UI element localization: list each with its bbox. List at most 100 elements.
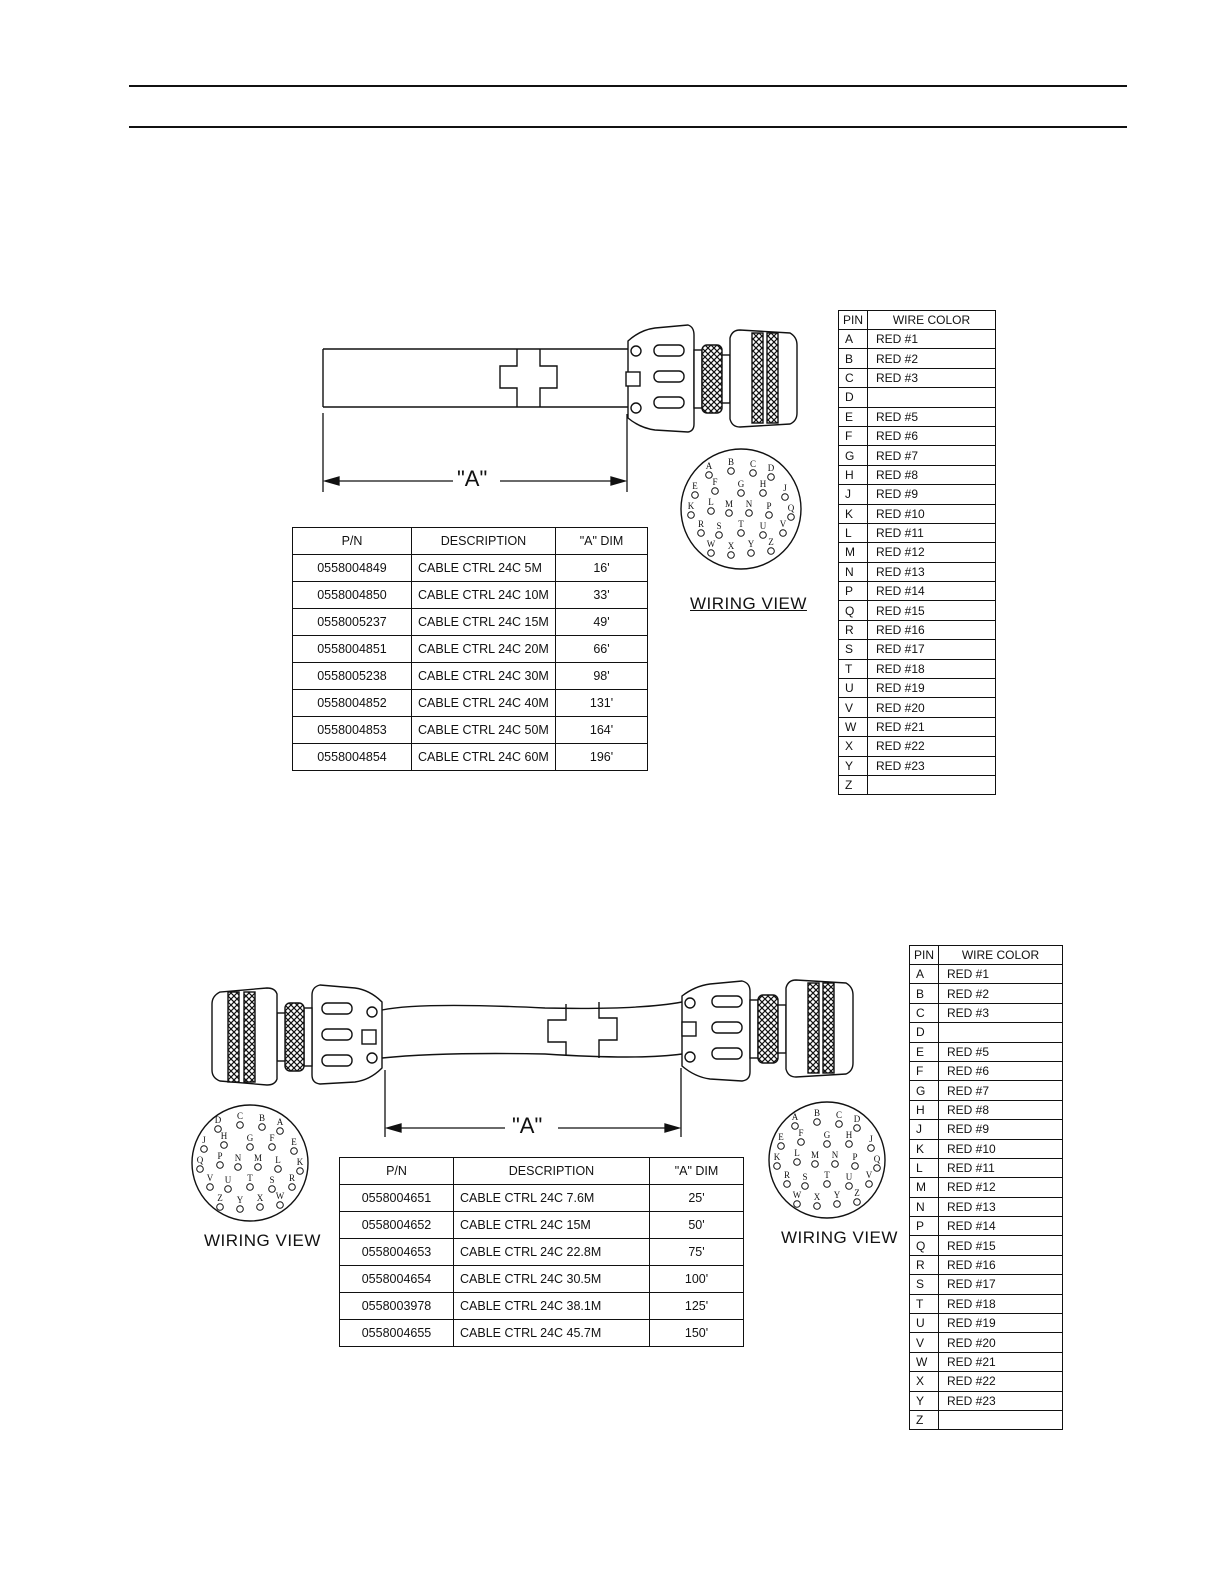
description-cell: CABLE CTRL 24C 60M <box>411 743 556 771</box>
connector-pin <box>246 1143 254 1151</box>
connector-pin-label: L <box>275 1155 281 1165</box>
connector-pin-label: E <box>778 1132 784 1142</box>
connector-pin-label: J <box>869 1134 873 1144</box>
part-number-cell: 0558004655 <box>339 1319 454 1347</box>
connector-pin-label: P <box>852 1152 857 1162</box>
pin-cell: F <box>838 425 868 447</box>
connector-pin-label: N <box>746 499 753 509</box>
pin-cell: G <box>909 1080 939 1101</box>
wire-color-cell: RED #3 <box>938 1002 1063 1024</box>
connector-pin-label: V <box>780 519 787 529</box>
pin-cell: E <box>909 1041 939 1062</box>
table-row: D <box>838 387 996 408</box>
description-cell: CABLE CTRL 24C 30.5M <box>453 1265 650 1293</box>
connector-pin-label: Q <box>788 503 795 513</box>
pin-cell: D <box>838 387 868 408</box>
connector-pin-label: Q <box>197 1155 204 1165</box>
connector-pin <box>254 1163 262 1171</box>
connector-pin-label: B <box>814 1108 820 1118</box>
wire-color-cell: RED #20 <box>938 1332 1063 1353</box>
wire-color-cell <box>938 1022 1063 1043</box>
cable-1-body <box>322 348 630 408</box>
pin-cell: Q <box>909 1235 939 1256</box>
wire-color-cell: RED #9 <box>938 1119 1063 1140</box>
connector-pin <box>745 509 753 517</box>
wire-color-cell: RED #6 <box>867 425 996 447</box>
connector-pin-label: T <box>247 1173 253 1183</box>
description-cell: CABLE CTRL 24C 15M <box>453 1211 650 1239</box>
connector-pin <box>823 1180 831 1188</box>
description-cell: CABLE CTRL 24C 40M <box>411 689 556 717</box>
connector-pin-label: R <box>289 1173 295 1183</box>
connector-pin-label: L <box>708 497 714 507</box>
connector-pin <box>276 1201 284 1209</box>
wire-color-cell: RED #8 <box>938 1099 1063 1121</box>
dimension-1 <box>322 413 628 492</box>
connector-pin-label: H <box>221 1131 228 1141</box>
wire-color-cell <box>867 774 996 796</box>
connector-pin-label: K <box>774 1152 781 1162</box>
connector-pin <box>256 1203 264 1211</box>
column-header-description: DESCRIPTION <box>453 1157 650 1185</box>
connector-pin <box>801 1182 809 1190</box>
connector-pin <box>851 1162 859 1170</box>
wire-color-cell: RED #10 <box>867 503 996 524</box>
connector-pin-label: U <box>225 1175 232 1185</box>
wire-color-cell: RED #17 <box>938 1274 1063 1295</box>
connector-pin <box>813 1202 821 1210</box>
connector-pin-label: A <box>792 1112 799 1122</box>
wire-color-cell: RED #7 <box>867 445 996 466</box>
column-header-wire-color: WIRE COLOR <box>938 945 1063 965</box>
part-number-cell: 0558004651 <box>339 1184 454 1212</box>
connector-pin <box>811 1160 819 1168</box>
wire-color-cell: RED #11 <box>938 1157 1063 1179</box>
description-cell: CABLE CTRL 24C 10M <box>411 581 556 609</box>
table-row: Z <box>838 774 996 796</box>
connector-pin-label: V <box>207 1173 214 1183</box>
connector-pin <box>767 473 775 481</box>
pin-cell: C <box>909 1002 939 1024</box>
description-cell: CABLE CTRL 24C 7.6M <box>453 1184 650 1212</box>
part-number-cell: 0558004854 <box>292 743 412 771</box>
connector-pin-label: T <box>738 519 744 529</box>
a-dim-cell: 25' <box>649 1184 744 1212</box>
pin-cell: K <box>909 1138 939 1159</box>
connector-pin <box>276 1127 284 1135</box>
connector-pin <box>258 1123 266 1131</box>
pin-cell: B <box>909 983 939 1004</box>
connector-pin-label: M <box>254 1153 262 1163</box>
pin-cell: F <box>909 1060 939 1082</box>
pin-cell: Z <box>838 774 868 796</box>
connector-pin-label: F <box>269 1133 274 1143</box>
connector-pin <box>727 551 735 559</box>
description-cell: CABLE CTRL 24C 45.7M <box>453 1319 650 1347</box>
connector-pin-label: K <box>297 1157 304 1167</box>
column-header-description: DESCRIPTION <box>411 527 556 555</box>
pin-cell: T <box>838 658 868 680</box>
connector-pin <box>705 471 713 479</box>
connector-pin <box>236 1121 244 1129</box>
pin-cell: L <box>838 522 868 544</box>
connector-pin-label: Y <box>237 1195 244 1205</box>
description-cell: CABLE CTRL 24C 22.8M <box>453 1238 650 1266</box>
part-number-cell: 0558004851 <box>292 635 412 663</box>
connector-pin-label: K <box>688 501 695 511</box>
connector-pin-label: C <box>750 459 756 469</box>
